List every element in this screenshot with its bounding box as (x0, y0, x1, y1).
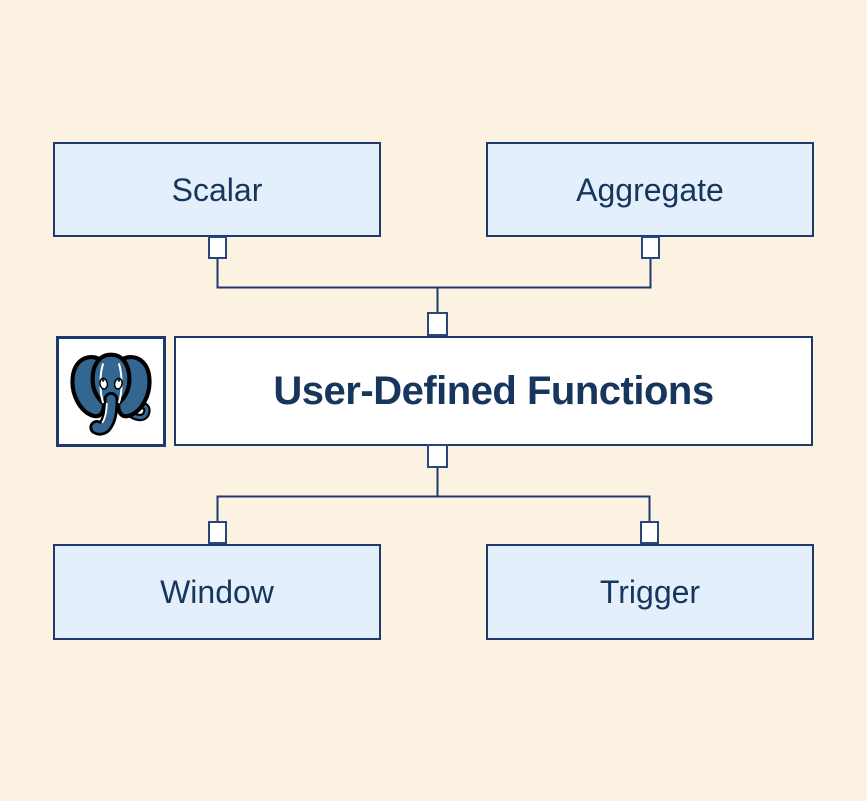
node-user-defined-functions: User-Defined Functions (174, 336, 813, 446)
node-scalar: Scalar (53, 142, 381, 237)
connector-top-bracket (216, 248, 652, 289)
postgresql-logo-box (56, 336, 166, 447)
connector-stub-scalar (208, 236, 227, 259)
node-trigger-label: Trigger (599, 574, 701, 610)
node-window: Window (53, 544, 381, 640)
node-scalar-label: Scalar (171, 171, 263, 208)
node-window-label: Window (160, 574, 274, 610)
connector-stub-aggregate (641, 236, 660, 259)
node-udf-label: User-Defined Functions (273, 369, 714, 413)
postgresql-elephant-icon (70, 352, 152, 436)
connector-stub-udf-top (427, 312, 448, 336)
node-aggregate: Aggregate (486, 142, 814, 237)
node-aggregate-label: Aggregate (576, 171, 724, 208)
node-trigger: Trigger (486, 544, 814, 640)
connector-stub-window (208, 521, 227, 544)
connector-stub-trigger (640, 521, 659, 544)
connector-bottom-bracket (216, 495, 651, 540)
connector-stub-udf-bottom (427, 444, 448, 468)
